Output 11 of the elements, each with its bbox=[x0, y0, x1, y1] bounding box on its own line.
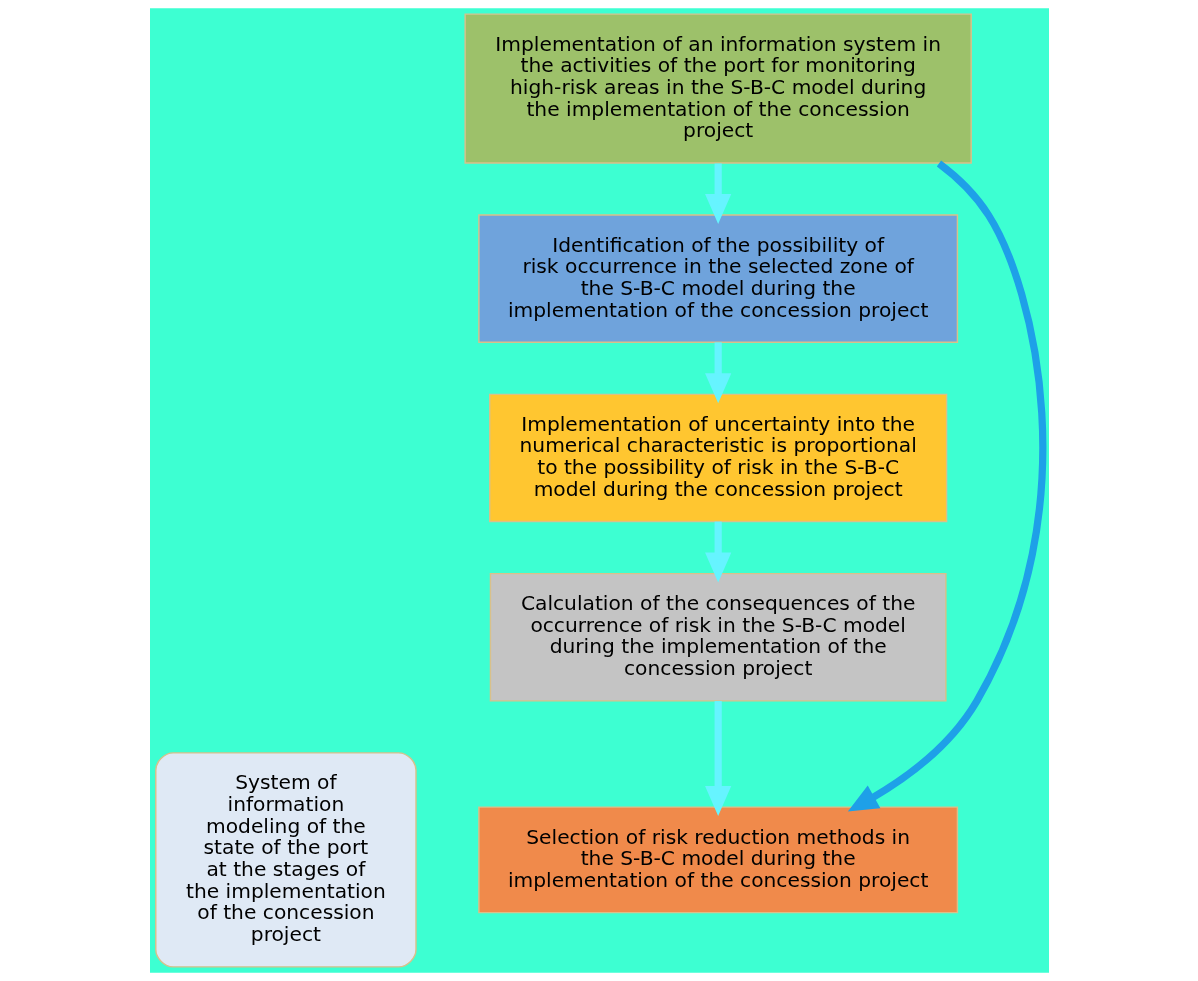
node-box: Identification of the possibility of risk occurrence in the selected zone of the S-B-C model during the implementation of the concession project bbox=[477, 214, 958, 344]
arrow bbox=[704, 342, 731, 404]
node-box: Implementation of an information system in the activities of the port for monitoring high-risk areas in the S-B-C model during the implementation of the concession project bbox=[463, 13, 972, 164]
arrow bbox=[704, 521, 731, 583]
arrow bbox=[704, 163, 731, 224]
arrow bbox=[704, 701, 731, 817]
node-box: System of information modeling of the state of the port at the stages of the implementation of the concession project bbox=[154, 752, 417, 968]
node-box: Calculation of the consequences of the occurrence of risk in the S-B-C model during the implementation of the concession project bbox=[489, 572, 947, 702]
node-box: Selection of risk reduction methods in the S-B-C model during the implementation of the concession project bbox=[477, 806, 958, 914]
arrow bbox=[847, 160, 1046, 812]
node-box: Implementation of uncertainty into the numerical characteristic is proportional to the possibility of risk in the S-B-C model during the concession project bbox=[488, 393, 947, 523]
